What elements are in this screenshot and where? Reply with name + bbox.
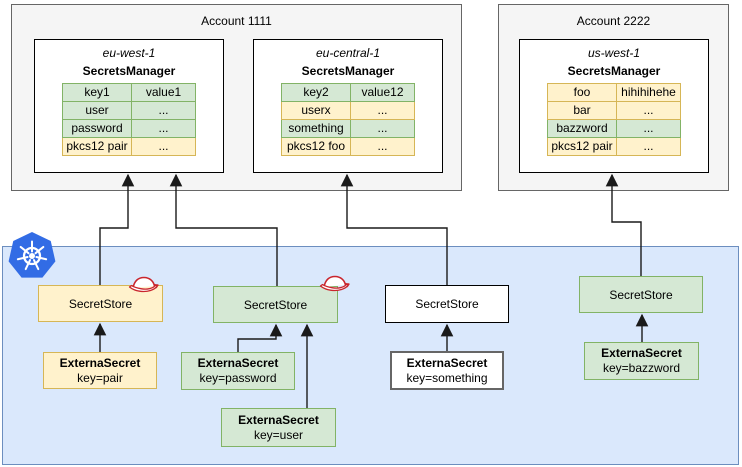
- table-row: pkcs12 pair ...: [62, 137, 196, 156]
- table-cell-key: user: [62, 101, 132, 120]
- table-cell-value: hihihihehe: [616, 83, 681, 102]
- table-cell-key: key2: [281, 83, 351, 102]
- table-cell-value: ...: [350, 119, 415, 138]
- secretstore-label: SecretStore: [609, 287, 673, 302]
- secretstore-label: SecretStore: [243, 297, 308, 312]
- table-cell-value: ...: [131, 101, 196, 120]
- externalsecret-node-something: ExternaSecret key=something: [390, 351, 504, 390]
- table-row: foo hihihihehe: [547, 83, 681, 102]
- externalsecret-node-bazzword: ExternaSecret key=bazzword: [584, 342, 699, 380]
- secretstore-label: SecretStore: [68, 296, 133, 311]
- secrets-table: foo hihihihehe bar ... bazzword ... pkcs…: [547, 83, 681, 156]
- externalsecret-name: ExternaSecret: [601, 346, 682, 360]
- externalsecret-key: key=password: [199, 371, 277, 385]
- table-cell-key: bar: [547, 101, 617, 120]
- table-row: bazzword ...: [547, 119, 681, 138]
- table-row: pkcs12 pair ...: [547, 137, 681, 156]
- externalsecret-node-password: ExternaSecret key=password: [181, 352, 295, 390]
- externalsecret-name: ExternaSecret: [59, 355, 141, 370]
- table-row: key1 value1: [62, 83, 196, 102]
- account-title: Account 2222: [576, 14, 651, 28]
- secretstore-node-4: SecretStore: [579, 276, 703, 313]
- redhat-icon: [128, 276, 159, 293]
- externalsecret-name: ExternaSecret: [238, 412, 319, 427]
- table-row: password ...: [62, 119, 196, 138]
- region-eu-central-1: eu-central-1 SecretsManager key2 value12…: [253, 39, 443, 173]
- externalsecret-key: key=something: [406, 370, 488, 385]
- table-cell-key: bazzword: [547, 119, 617, 138]
- externalsecret-key: key=pair: [77, 370, 123, 385]
- table-cell-value: ...: [616, 101, 681, 120]
- table-cell-value: ...: [350, 137, 415, 156]
- region-eu-west-1: eu-west-1 SecretsManager key1 value1 use…: [34, 39, 224, 173]
- table-cell-key: pkcs12 pair: [62, 137, 132, 156]
- secretstore-node-3: SecretStore: [385, 285, 509, 323]
- table-row: pkcs12 foo ...: [281, 137, 415, 156]
- table-row: key2 value12: [281, 83, 415, 102]
- kubernetes-logo-icon: [8, 232, 56, 278]
- account-title: Account 1111: [201, 14, 272, 28]
- table-cell-key: pkcs12 foo: [281, 137, 351, 156]
- table-cell-key: pkcs12 pair: [547, 137, 617, 156]
- table-row: user ...: [62, 101, 196, 120]
- secretsmanager-label: SecretsManager: [82, 64, 176, 78]
- externalsecret-name: ExternaSecret: [197, 356, 279, 370]
- table-row: userx ...: [281, 101, 415, 120]
- secretsmanager-label: SecretsManager: [301, 64, 395, 78]
- externalsecret-name: ExternaSecret: [406, 355, 488, 370]
- externalsecret-node-user: ExternaSecret key=user: [221, 408, 336, 447]
- table-cell-value: ...: [616, 137, 681, 156]
- table-cell-key: something: [281, 119, 351, 138]
- table-row: something ...: [281, 119, 415, 138]
- table-cell-value: ...: [350, 101, 415, 120]
- account-1111-box: Account 1111 eu-west-1 SecretsManager ke…: [11, 4, 462, 191]
- table-cell-value: value1: [131, 83, 196, 102]
- secrets-table: key2 value12 userx ... something ... pkc…: [281, 83, 415, 156]
- region-name: eu-west-1: [102, 46, 156, 60]
- table-cell-value: ...: [131, 119, 196, 138]
- secretstore-label: SecretStore: [415, 297, 479, 311]
- region-name: us-west-1: [587, 46, 640, 60]
- table-cell-value: ...: [616, 119, 681, 138]
- table-cell-key: foo: [547, 83, 617, 102]
- region-name: eu-central-1: [315, 46, 381, 60]
- table-cell-value: ...: [131, 137, 196, 156]
- table-cell-key: key1: [62, 83, 132, 102]
- table-cell-key: password: [62, 119, 132, 138]
- secretsmanager-label: SecretsManager: [567, 64, 661, 78]
- externalsecret-key: key=bazzword: [602, 361, 681, 375]
- redhat-icon: [319, 275, 350, 292]
- secrets-table: key1 value1 user ... password ... pkcs12…: [62, 83, 196, 156]
- account-2222-box: Account 2222 us-west-1 SecretsManager fo…: [498, 4, 729, 191]
- externalsecret-key: key=user: [253, 427, 304, 442]
- region-us-west-1: us-west-1 SecretsManager foo hihihihehe …: [519, 39, 709, 173]
- table-cell-value: value12: [350, 83, 415, 102]
- externalsecret-node-pair: ExternaSecret key=pair: [43, 352, 157, 389]
- table-row: bar ...: [547, 101, 681, 120]
- table-cell-key: userx: [281, 101, 351, 120]
- secretstore-node-2: SecretStore: [213, 286, 338, 323]
